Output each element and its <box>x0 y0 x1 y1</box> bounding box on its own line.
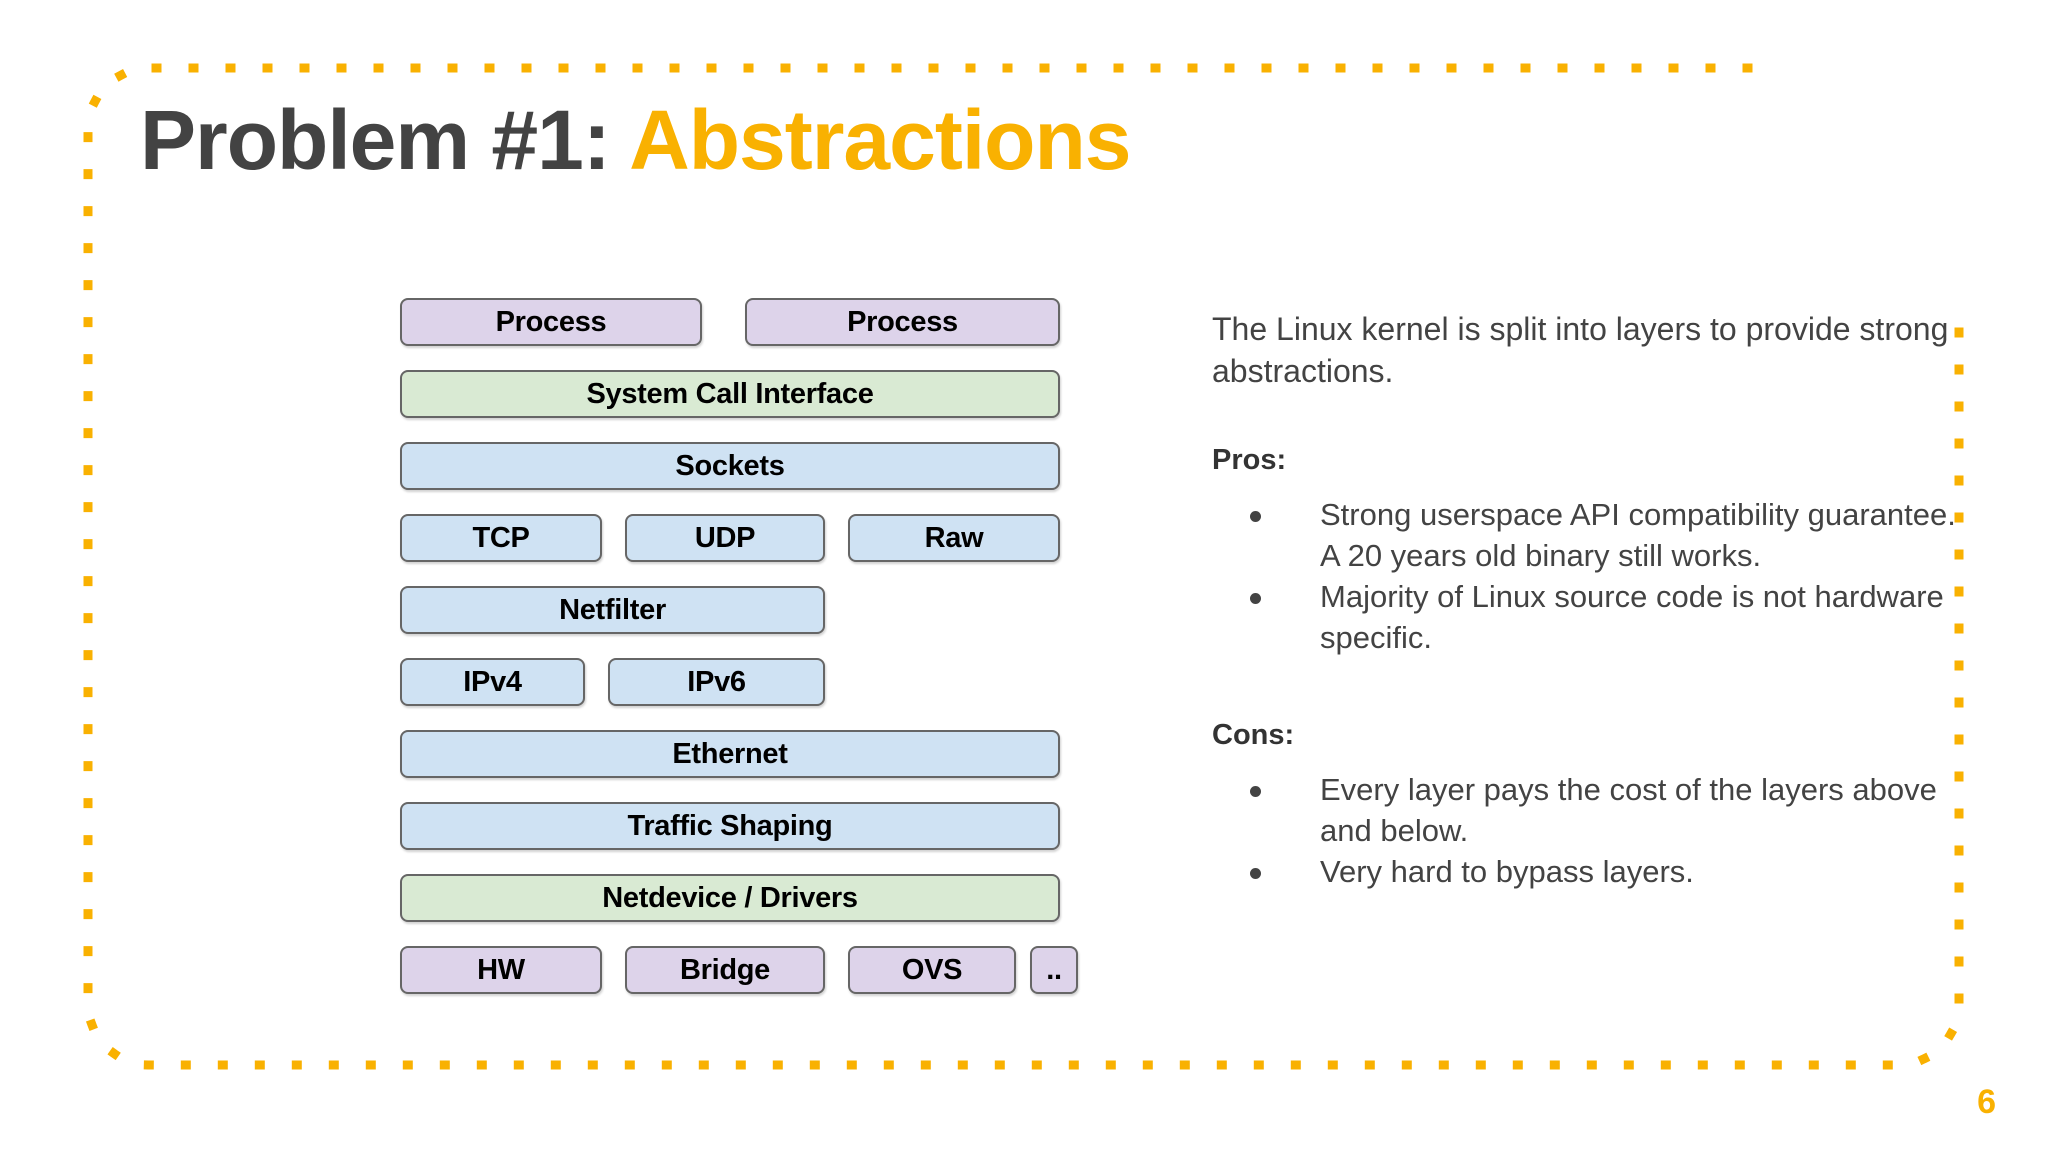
spacer <box>1212 659 1972 719</box>
layer-row: IPv4 IPv6 <box>400 658 1060 706</box>
bullet-dot-icon <box>1250 511 1261 523</box>
layer-box-process: Process <box>745 298 1060 346</box>
layer-box-ipv4: IPv4 <box>400 658 585 706</box>
title-main-text: Problem #1: <box>140 93 611 187</box>
list-item-label: Every layer pays the cost of the layers … <box>1320 772 1937 848</box>
list-item: Every layer pays the cost of the layers … <box>1212 770 1972 852</box>
list-item: Majority of Linux source code is not har… <box>1212 577 1972 659</box>
page-number: 6 <box>1977 1083 1996 1121</box>
layer-row: Netfilter <box>400 586 1060 634</box>
layer-row: TCP UDP Raw <box>400 514 1060 562</box>
layer-box-process: Process <box>400 298 702 346</box>
list-item: Very hard to bypass layers. <box>1212 852 1972 893</box>
bullet-dot-icon <box>1250 786 1261 798</box>
spacer <box>1212 477 1972 495</box>
layer-box-bridge: Bridge <box>625 946 825 994</box>
explanation-column: The Linux kernel is split into layers to… <box>1212 308 1972 893</box>
layer-box-ipv6: IPv6 <box>608 658 825 706</box>
list-item-label: Strong userspace API compatibility guara… <box>1320 497 1956 574</box>
pros-heading: Pros: <box>1212 444 1287 477</box>
layer-box-traffic-shaping: Traffic Shaping <box>400 802 1060 850</box>
layer-box-raw: Raw <box>848 514 1060 562</box>
layer-row: Sockets <box>400 442 1060 490</box>
layer-box-system-call-interface: System Call Interface <box>400 370 1060 418</box>
layer-row: Process Process <box>400 298 1060 346</box>
list-item: Strong userspace API compatibility guara… <box>1212 495 1972 577</box>
layer-row: Netdevice / Drivers <box>400 874 1060 922</box>
layer-row: HW Bridge OVS.. <box>400 946 1078 994</box>
layer-row: Traffic Shaping <box>400 802 1060 850</box>
layer-row: System Call Interface <box>400 370 1060 418</box>
layer-box-tcp: TCP <box>400 514 602 562</box>
list-item-label: Very hard to bypass layers. <box>1320 853 1694 889</box>
spacer <box>1212 392 1972 444</box>
page-title: Problem #1: Abstractions <box>140 93 1132 187</box>
layer-box-udp: UDP <box>625 514 825 562</box>
layer-row: Ethernet <box>400 730 1060 778</box>
list-item-label: Majority of Linux source code is not har… <box>1320 579 1944 656</box>
title-accent-text: Abstractions <box>629 93 1131 187</box>
layer-box-: .. <box>1030 946 1078 994</box>
spacer <box>1212 752 1972 770</box>
layer-box-netdevice-drivers: Netdevice / Drivers <box>400 874 1060 922</box>
layer-box-sockets: Sockets <box>400 442 1060 490</box>
cons-list: Every layer pays the cost of the layers … <box>1212 770 1972 893</box>
pros-list: Strong userspace API compatibility guara… <box>1212 495 1972 659</box>
intro-paragraph: The Linux kernel is split into layers to… <box>1212 311 1949 390</box>
layer-box-ovs: OVS <box>848 946 1016 994</box>
layer-box-ethernet: Ethernet <box>400 730 1060 778</box>
bullet-dot-icon <box>1250 593 1261 605</box>
cons-heading: Cons: <box>1212 719 1295 752</box>
layer-box-hw: HW <box>400 946 602 994</box>
bullet-dot-icon <box>1250 867 1261 879</box>
layer-box-netfilter: Netfilter <box>400 586 825 634</box>
